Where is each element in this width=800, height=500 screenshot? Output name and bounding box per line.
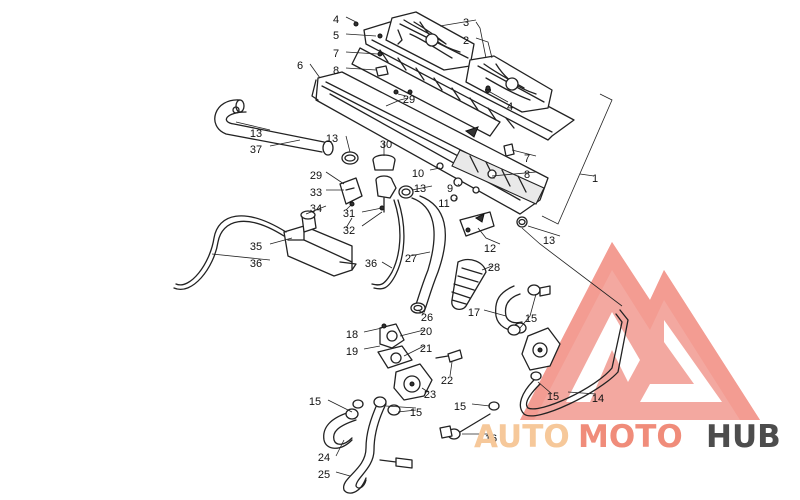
callout-c15a: 15 — [525, 313, 537, 325]
callout-c7a: 7 — [333, 48, 339, 60]
callout-c35: 35 — [250, 241, 262, 253]
callout-c15d: 15 — [454, 401, 466, 413]
callout-c25: 25 — [318, 469, 330, 481]
callout-c6: 6 — [297, 60, 303, 72]
callout-c13a: 13 — [250, 128, 262, 140]
callout-c4b: 4 — [507, 101, 513, 113]
clamps-15 — [387, 401, 500, 440]
callout-c13c: 13 — [414, 183, 426, 195]
callout-c4a: 4 — [333, 14, 339, 26]
radiator — [311, 71, 549, 215]
callout-c31: 31 — [343, 208, 355, 220]
thermostat-housing — [507, 324, 561, 381]
callout-c11: 11 — [438, 198, 449, 210]
callout-c30: 30 — [380, 139, 392, 151]
hose-14 — [519, 309, 629, 417]
fasteners — [353, 21, 515, 202]
callout-c36a: 36 — [250, 258, 262, 270]
callout-c29a: 29 — [403, 94, 415, 106]
watermark-text-moto: MOTO — [578, 419, 683, 455]
callout-c28: 28 — [488, 262, 500, 274]
callout-c26: 26 — [421, 312, 433, 324]
callout-c18: 18 — [346, 329, 358, 341]
watermark-text-hub: HUB — [706, 419, 781, 455]
callout-c17: 17 — [468, 307, 480, 319]
watermark-logo — [520, 242, 760, 420]
hose-clamp — [341, 151, 359, 165]
hose-24-25 — [323, 396, 413, 494]
callout-c12: 12 — [484, 243, 496, 255]
callout-c5: 5 — [333, 30, 339, 42]
callout-c2: 2 — [463, 35, 469, 47]
callout-c10: 10 — [412, 168, 424, 180]
leader-lines — [211, 16, 597, 477]
callout-c19: 19 — [346, 346, 358, 358]
callout-c15b: 15 — [309, 396, 321, 408]
callout-c1: 1 — [592, 173, 598, 185]
callout-c13b: 13 — [326, 133, 338, 145]
callout-c16: 16 — [485, 433, 497, 445]
callout-c23: 23 — [424, 389, 436, 401]
bracket-clamp — [459, 211, 495, 237]
callout-c20: 20 — [420, 326, 432, 338]
callout-c34: 34 — [310, 203, 322, 215]
callout-c37: 37 — [250, 144, 262, 156]
corrugated-hose — [451, 258, 487, 311]
callout-c15e: 15 — [547, 391, 559, 403]
filler-neck-and-cap — [339, 154, 397, 213]
hose-clamp-right — [398, 185, 414, 199]
callout-c9: 9 — [447, 183, 453, 195]
assembly-bracket — [521, 93, 623, 307]
callout-c14: 14 — [592, 393, 604, 405]
callout-c22: 22 — [441, 375, 453, 387]
callout-c27: 27 — [405, 253, 417, 265]
watermark-text-auto: AUTO — [474, 419, 570, 455]
callout-c13d: 13 — [543, 235, 555, 247]
callout-c21: 21 — [420, 343, 432, 355]
callout-c15c: 15 — [410, 407, 422, 419]
callout-c3: 3 — [463, 17, 469, 29]
callout-c7b: 7 — [524, 153, 530, 165]
callout-c8a: 8 — [333, 65, 339, 77]
callout-c29b: 29 — [310, 170, 322, 182]
water-pump — [377, 323, 463, 401]
hose-17 — [494, 284, 551, 334]
overflow-bottle — [283, 210, 357, 277]
upper-hose — [214, 99, 334, 156]
callout-c33: 33 — [310, 187, 322, 199]
callout-c32: 32 — [343, 225, 355, 237]
overflow-hose — [173, 199, 405, 291]
hose-clamp-lower-right — [516, 216, 528, 228]
callout-c24: 24 — [318, 452, 330, 464]
lower-hose-27 — [410, 195, 446, 314]
callout-c8b: 8 — [524, 169, 530, 181]
callout-c36b: 36 — [365, 258, 377, 270]
